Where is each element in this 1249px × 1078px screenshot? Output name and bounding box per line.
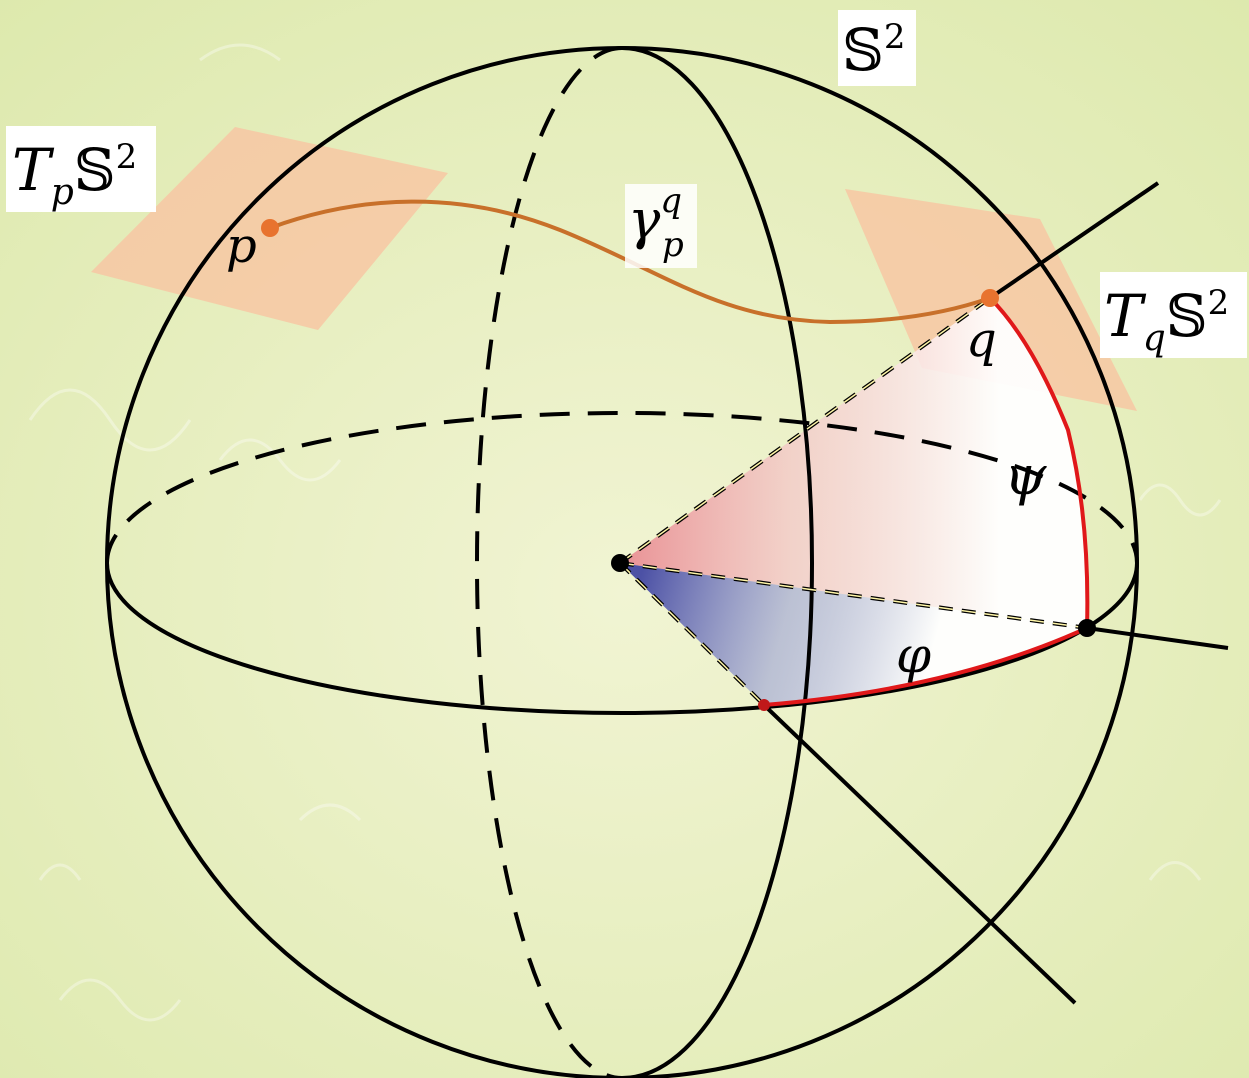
label-bg-tqs2 [1100, 272, 1247, 358]
label-sphere: 𝕊2 [842, 16, 906, 84]
point-q-marker [981, 289, 999, 307]
label-q: q [966, 312, 997, 368]
radii-highlight [619, 297, 1088, 706]
arc-phi [763, 626, 1088, 707]
label-bg-tps2 [6, 126, 156, 212]
label-tangent-q: Tq𝕊2 [1104, 282, 1229, 359]
label-bg-gamma [625, 184, 697, 268]
label-phi: φ [896, 626, 931, 684]
point-front-marker [758, 699, 770, 711]
label-bg-s2 [838, 10, 916, 86]
axis-q [988, 181, 1160, 300]
meridian-front [621, 46, 814, 1078]
psi-sector [620, 298, 1088, 628]
meridian-back [475, 46, 623, 1078]
axis-front [762, 703, 1077, 1005]
geodesic-curve [269, 199, 991, 325]
label-psi: ψ [1004, 444, 1047, 507]
point-right-marker [1078, 619, 1096, 637]
axis-right [1086, 626, 1229, 650]
arc-psi [988, 296, 1090, 629]
equator-back [105, 411, 1139, 564]
point-p-marker [261, 219, 279, 237]
label-p: p [226, 218, 257, 274]
center-point [611, 554, 629, 572]
label-tangent-p: Tp𝕊2 [12, 136, 137, 213]
